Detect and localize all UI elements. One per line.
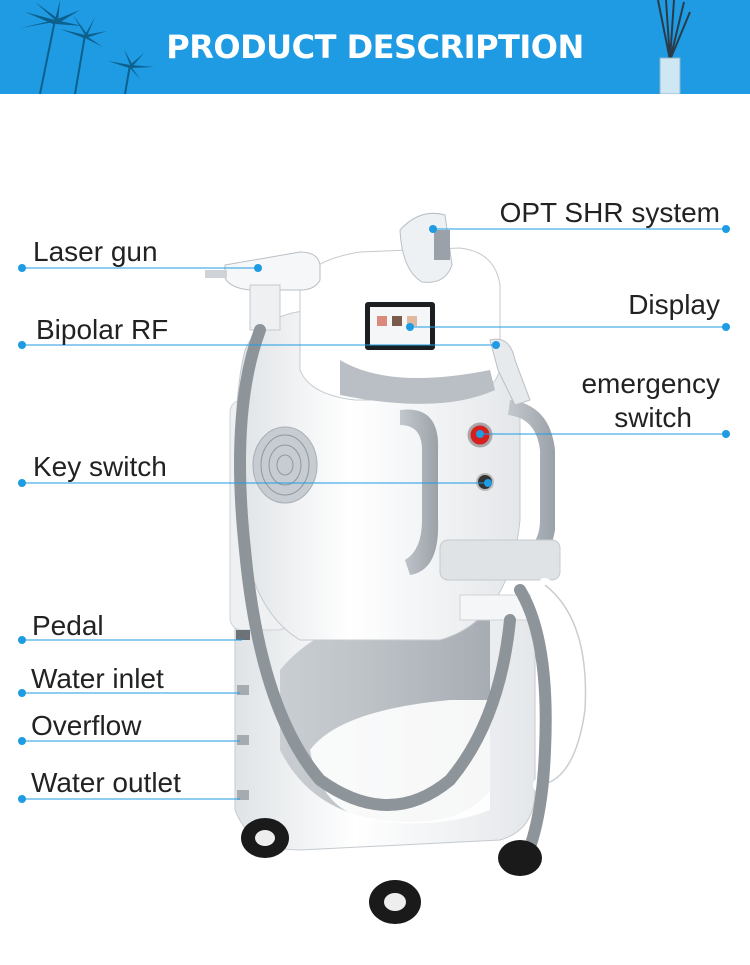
label-emergency: emergency [581, 368, 720, 399]
label-display: Display [628, 289, 720, 320]
label-pedal: Pedal [32, 610, 104, 641]
label-water-inlet: Water inlet [31, 663, 164, 694]
label-laser-gun: Laser gun [33, 236, 158, 267]
label-key-switch: Key switch [33, 451, 167, 482]
palm-tree-decoration [20, 0, 154, 94]
label-water-outlet: Water outlet [31, 767, 181, 798]
ipl-machine-illustration [205, 212, 593, 924]
label-bipolar-rf: Bipolar RF [36, 314, 169, 345]
label-overflow: Overflow [31, 710, 142, 741]
label-emergency-switch: switch [614, 402, 692, 433]
label-opt-shr-system: OPT SHR system [499, 197, 720, 228]
header-banner: PRODUCT DESCRIPTION [0, 0, 750, 94]
page-title: PRODUCT DESCRIPTION [166, 28, 584, 66]
reed-diffuser-decoration [657, 0, 691, 94]
